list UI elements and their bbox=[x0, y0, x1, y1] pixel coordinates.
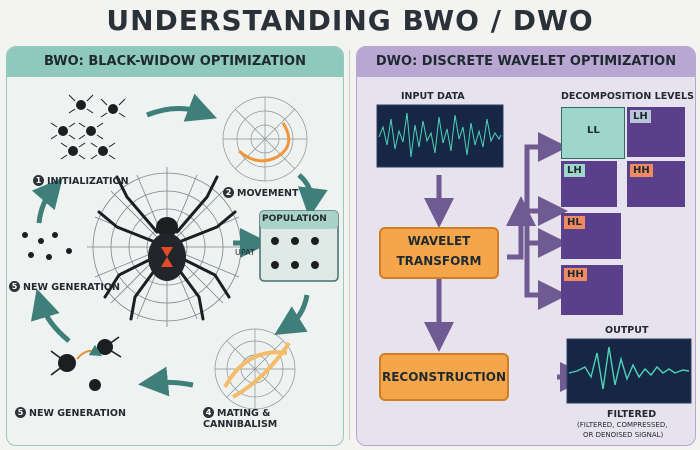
dwo-header: DWO: DISCRETE WAVELET OPTIMIZATION bbox=[357, 47, 695, 77]
black-widow-spider-icon bbox=[97, 175, 237, 321]
initialization-spiders-icon bbox=[58, 100, 118, 156]
main-title: UNDERSTANDING BWO / DWO bbox=[106, 4, 594, 37]
decomposition-levels-label: DECOMPOSITION LEVELS bbox=[561, 91, 694, 102]
input-data-label: INPUT DATA bbox=[401, 91, 465, 102]
input-signal-wave bbox=[378, 112, 502, 158]
movement-web-icon bbox=[222, 96, 308, 182]
tile-ll: LL bbox=[561, 107, 625, 159]
tile-lh-level2: LH bbox=[561, 161, 617, 207]
cycle-arrows bbox=[30, 93, 328, 397]
output-signal-wave bbox=[568, 346, 690, 390]
panel-divider bbox=[349, 50, 350, 440]
new-generation-left-spiders-icon bbox=[22, 232, 72, 260]
population-label: POPULATION bbox=[262, 214, 327, 224]
filtered-note-1: (FILTERED, COMPRESSED, bbox=[577, 421, 668, 429]
reconstruction-box: RECONSTRUCTION bbox=[379, 353, 509, 401]
tile-hh: HH bbox=[627, 161, 685, 207]
update-label: UPAT bbox=[235, 248, 255, 257]
filtered-note-2: OR DENOISED SIGNAL) bbox=[583, 431, 664, 439]
bwo-header: BWO: BLACK-WIDOW OPTIMIZATION bbox=[7, 47, 343, 77]
population-box bbox=[259, 210, 339, 282]
dwo-diagram bbox=[376, 104, 692, 404]
mating-web-icon bbox=[214, 328, 296, 410]
tile-hh-level2: HH bbox=[561, 265, 623, 315]
tile-lh: LH bbox=[627, 107, 685, 157]
dwo-panel: DWO: DISCRETE WAVELET OPTIMIZATION INPUT… bbox=[356, 46, 696, 446]
initialization-spider-legs bbox=[50, 94, 126, 160]
flow-arrows bbox=[424, 132, 590, 392]
mating-spiders-icon bbox=[50, 336, 122, 391]
filtered-label: FILTERED bbox=[607, 409, 657, 420]
bwo-panel: BWO: BLACK-WIDOW OPTIMIZATION bbox=[6, 46, 344, 446]
tile-hl: HL bbox=[561, 213, 621, 259]
bwo-diagram bbox=[22, 93, 339, 410]
output-label: OUTPUT bbox=[605, 325, 649, 336]
